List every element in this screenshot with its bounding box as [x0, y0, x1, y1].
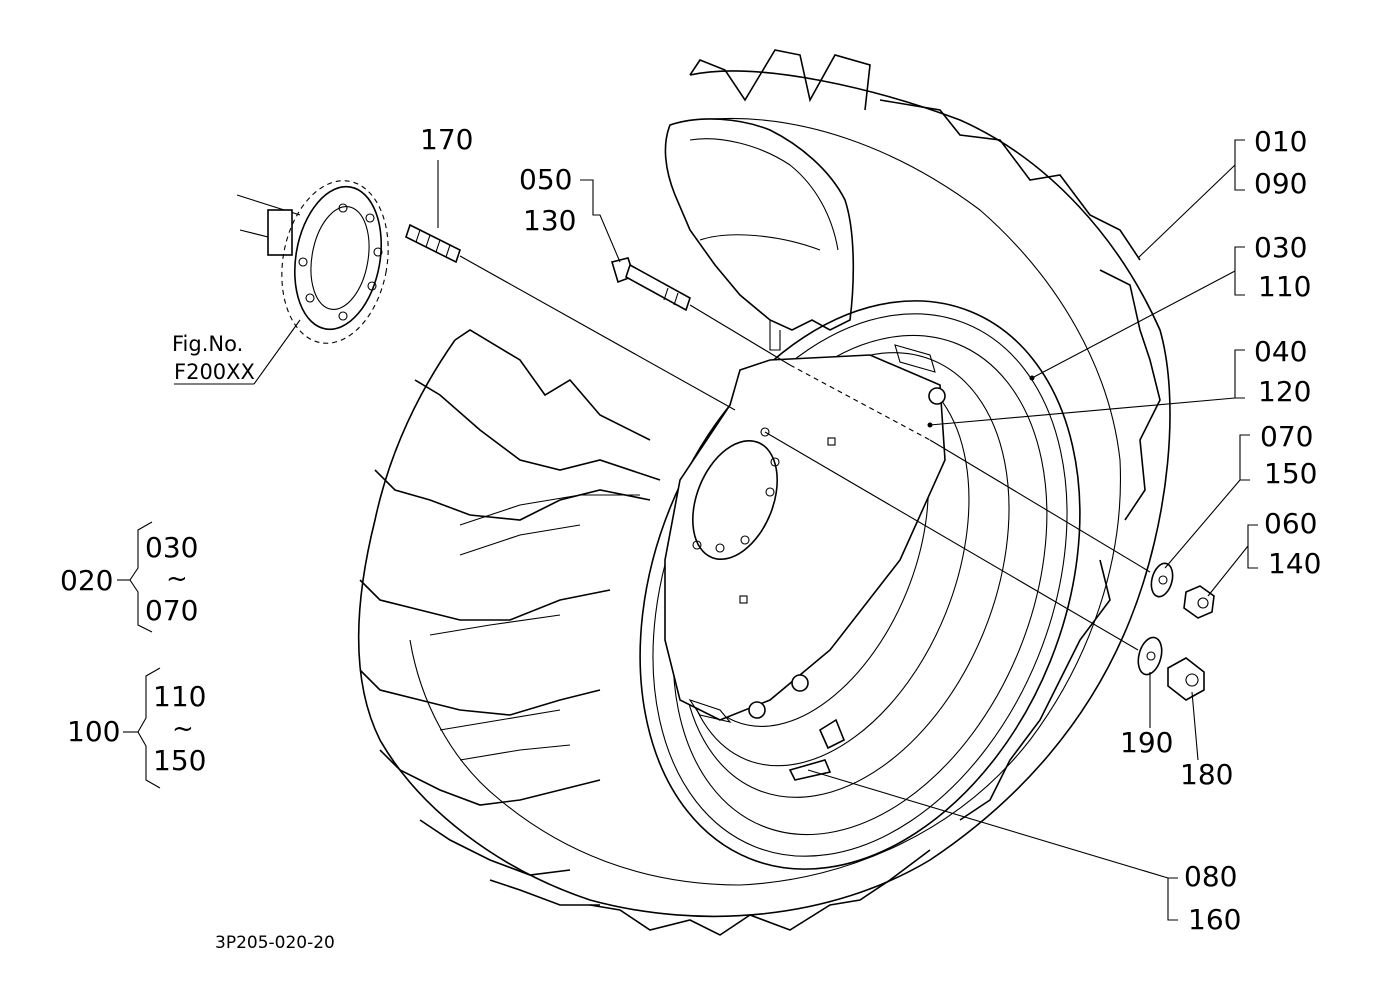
group-020-from: 030	[145, 531, 199, 564]
stud-bolt	[405, 223, 461, 264]
callout-080: 080	[1184, 860, 1238, 893]
callout-160: 160	[1188, 903, 1242, 936]
callout-070: 070	[1260, 420, 1314, 453]
group-020-sep: ~	[166, 564, 188, 594]
axle-hub-flange	[236, 180, 389, 344]
callout-180: 180	[1180, 758, 1234, 791]
group-100-from: 110	[153, 680, 207, 713]
callout-110: 110	[1258, 270, 1312, 303]
wheel-bolt	[610, 257, 691, 312]
callout-130: 130	[523, 204, 577, 237]
group-100-sep: ~	[172, 714, 194, 744]
callout-050: 050	[519, 163, 573, 196]
callout-140: 140	[1268, 547, 1322, 580]
callout-150: 150	[1264, 457, 1318, 490]
tire	[357, 49, 1171, 936]
fig-ref-number: F200XX	[174, 360, 255, 384]
callout-060: 060	[1264, 507, 1318, 540]
group-020-to: 070	[145, 594, 199, 627]
fig-ref-label: Fig.No.	[172, 332, 244, 356]
wheel-center	[664, 344, 1035, 781]
callout-190: 190	[1120, 726, 1174, 759]
group-100-to: 150	[153, 744, 207, 777]
callout-120: 120	[1258, 375, 1312, 408]
callout-090: 090	[1254, 167, 1308, 200]
leader-lines	[117, 139, 1258, 921]
drawing-code: 3P205-020-20	[215, 933, 335, 953]
group-100-id: 100	[67, 715, 121, 748]
callout-040: 040	[1254, 335, 1308, 368]
callout-170: 170	[420, 123, 474, 156]
callout-010: 010	[1254, 125, 1308, 158]
group-020-id: 020	[60, 564, 114, 597]
washers-nuts	[1137, 562, 1215, 701]
callout-030: 030	[1254, 231, 1308, 264]
tire-cross-section	[664, 118, 855, 351]
